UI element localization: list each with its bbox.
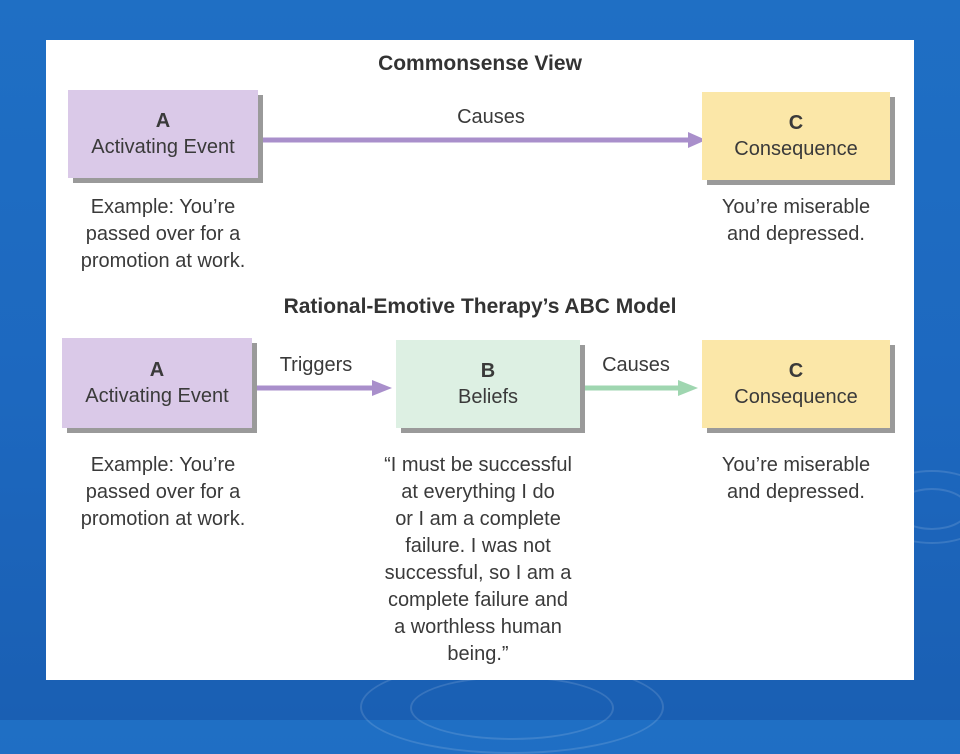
caption-line: a worthless human — [394, 616, 562, 638]
commonsense-title: Commonsense View — [378, 52, 582, 75]
box-label-beliefs: Beliefs — [457, 386, 519, 408]
triggers-arrow-head — [372, 380, 392, 396]
caption-line: complete failure and — [387, 589, 569, 611]
abc-activating-event-box: A Activating Event — [62, 338, 252, 428]
caption-line: “I must be successful — [384, 454, 572, 476]
caption-line: promotion at work. — [80, 508, 246, 530]
box-letter-c: C — [788, 360, 804, 382]
abc-activating-caption: Example: You’re passed over for a promot… — [60, 452, 266, 533]
caption-line: at everything I do — [401, 481, 555, 503]
abc-consequence-box: C Consequence — [702, 340, 890, 428]
caption-line: failure. I was not — [405, 535, 551, 557]
commonsense-activating-caption: Example: You’re passed over for a promot… — [60, 194, 266, 275]
causes-arrow-head-green — [678, 380, 698, 396]
box-label-activating-event: Activating Event — [85, 385, 229, 407]
abc-beliefs-box: B Beliefs — [396, 340, 580, 428]
arrows-layer — [256, 132, 706, 396]
caption-line: and depressed. — [727, 481, 865, 503]
caption-line: passed over for a — [85, 481, 241, 503]
box-letter-c: C — [788, 112, 804, 134]
abc-model-title: Rational-Emotive Therapy’s ABC Model — [283, 295, 677, 318]
commonsense-consequence-box: C Consequence — [702, 92, 890, 180]
caption-line: and depressed. — [727, 223, 865, 245]
caption-line: or I am a complete — [395, 508, 561, 530]
caption-line: You’re miserable — [721, 454, 871, 476]
caption-line: Example: You’re — [90, 454, 236, 476]
caption-line: passed over for a — [85, 223, 241, 245]
caption-line: promotion at work. — [80, 250, 246, 272]
box-letter-a: A — [149, 359, 165, 381]
causes-arrow-label-abc: Causes — [602, 354, 670, 376]
caption-line: You’re miserable — [721, 196, 871, 218]
box-label-consequence: Consequence — [734, 138, 858, 160]
ripple-decoration — [410, 676, 614, 740]
box-label-consequence: Consequence — [734, 386, 858, 408]
diagram-panel: Commonsense View A Activating Event Caus… — [46, 40, 914, 680]
caption-line: successful, so I am a — [384, 562, 572, 584]
box-letter-b: B — [480, 360, 496, 382]
causes-arrow-label: Causes — [457, 106, 525, 128]
caption-line: Example: You’re — [90, 196, 236, 218]
commonsense-activating-event-box: A Activating Event — [68, 90, 258, 178]
causes-arrow-head — [688, 132, 706, 148]
abc-consequence-caption: You’re miserable and depressed. — [698, 452, 894, 506]
commonsense-consequence-caption: You’re miserable and depressed. — [698, 194, 894, 248]
box-label-activating-event: Activating Event — [91, 136, 235, 158]
box-letter-a: A — [155, 110, 171, 132]
triggers-arrow-label: Triggers — [279, 354, 353, 376]
caption-line: being.” — [447, 643, 509, 665]
abc-beliefs-caption: “I must be successful at everything I do… — [366, 452, 590, 668]
